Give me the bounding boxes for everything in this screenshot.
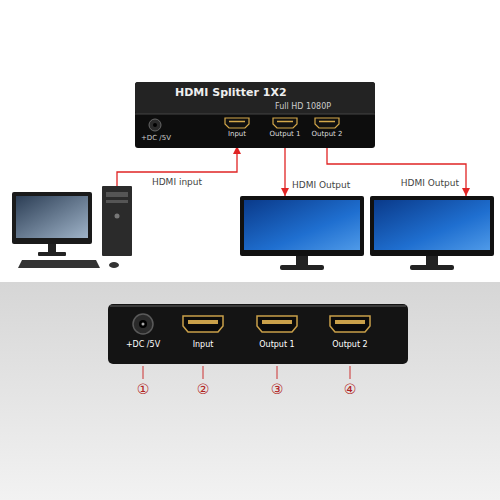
port-label: Input — [193, 340, 214, 349]
cable-label: HDMI input — [150, 177, 204, 187]
monitor-stand — [296, 256, 308, 265]
hdmi-port — [272, 117, 298, 129]
computer-icon — [12, 186, 152, 274]
monitor-node — [240, 196, 364, 272]
port-pins — [335, 320, 365, 324]
splitter-rear-panel — [108, 304, 408, 364]
port-label: +DC /5V — [126, 340, 160, 349]
hdmi-port-node: Input — [217, 116, 257, 146]
leader-line — [350, 366, 351, 379]
grey-band — [0, 282, 500, 500]
monitor-icon — [240, 196, 364, 272]
hdmi-port-node: Output 2 — [307, 116, 347, 146]
monitor-base — [410, 265, 454, 270]
cable-label: HDMI Output — [290, 180, 352, 190]
port-pins — [188, 320, 218, 324]
dc-jack-hole — [139, 320, 147, 328]
port-label: Output 1 — [259, 340, 294, 349]
port-pins — [229, 121, 245, 123]
computer-node — [12, 186, 152, 274]
monitor-base — [280, 265, 324, 270]
device-subtitle: Full HD 1080P — [275, 102, 331, 111]
port-label: Output 2 — [307, 130, 347, 138]
port-label: Output 1 — [265, 130, 305, 138]
leader-line — [143, 366, 144, 379]
callout-number: ② — [197, 381, 210, 397]
edge-line — [135, 114, 375, 115]
monitor-screen — [16, 196, 88, 238]
port-outline — [225, 118, 249, 128]
leader-line — [203, 366, 204, 379]
drive-bay — [106, 200, 128, 203]
hdmi-port — [257, 316, 297, 332]
hdmi-port-node: Output 1 — [265, 116, 305, 146]
monitor-bezel — [12, 192, 92, 244]
callout-number: ③ — [271, 381, 284, 397]
port-pins — [277, 121, 293, 123]
cable-label: HDMI Output — [399, 178, 461, 188]
callout-number: ① — [137, 381, 150, 397]
monitor-screen — [244, 200, 360, 250]
callout-number: ④ — [344, 381, 357, 397]
splitter-box: HDMI Splitter 1X2Full HD 1080P Input Outpu… — [135, 82, 375, 148]
port-outline — [273, 118, 297, 128]
dc-jack-pin — [142, 323, 145, 326]
pc-tower — [102, 186, 132, 256]
monitor-node — [370, 196, 494, 272]
hdmi-port — [183, 316, 223, 332]
panel-edge — [110, 305, 406, 307]
monitor-bezel — [240, 196, 364, 256]
monitor-bezel — [370, 196, 494, 256]
keyboard — [18, 260, 100, 268]
hdmi-port — [314, 117, 340, 129]
power-button — [115, 214, 120, 219]
hdmi-port — [330, 316, 370, 332]
hdmi-port — [224, 117, 250, 129]
monitor-screen — [374, 200, 490, 250]
dc-jack — [133, 314, 153, 334]
device-title: HDMI Splitter 1X2 — [175, 87, 287, 100]
monitor-base — [38, 252, 66, 256]
port-pins — [319, 121, 335, 123]
port-label: +DC /5V — [141, 134, 171, 142]
dc-jack-hole — [153, 123, 157, 127]
monitor-stand — [426, 256, 438, 265]
monitor-icon — [370, 196, 494, 272]
top-face — [135, 82, 375, 114]
mouse — [109, 262, 119, 268]
hdmi-cable — [284, 146, 285, 196]
port-label: Input — [217, 130, 257, 138]
leader-line — [277, 366, 278, 379]
drive-bay — [106, 192, 128, 197]
dc-jack — [149, 119, 161, 131]
monitor-stand — [48, 244, 56, 252]
port-pins — [262, 320, 292, 324]
port-outline — [315, 118, 339, 128]
port-label: Output 2 — [332, 340, 367, 349]
